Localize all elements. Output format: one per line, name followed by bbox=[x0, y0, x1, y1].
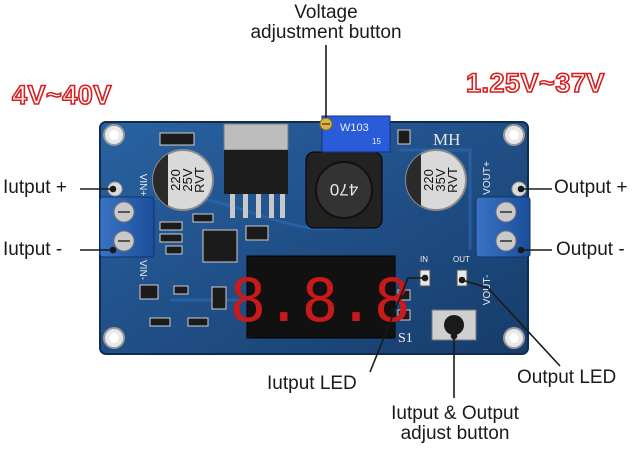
io-adjust-line1: Iutput & Output bbox=[391, 403, 519, 424]
input-terminal-block bbox=[99, 196, 155, 258]
capacitor-left bbox=[152, 149, 214, 211]
io-adjust-line2: adjust button bbox=[400, 422, 510, 444]
output-led-label: Output LED bbox=[517, 367, 617, 388]
output-terminal-block bbox=[475, 196, 531, 258]
capacitor-right bbox=[405, 149, 467, 211]
input-plus-label: Iutput + bbox=[3, 177, 67, 198]
potentiometer bbox=[319, 115, 391, 153]
io-adjust-label: Iutput & Output adjust button bbox=[360, 404, 550, 444]
mounting-hole-top-right bbox=[503, 124, 525, 146]
voltage-adjust-line2: adjustment button bbox=[250, 21, 402, 43]
led-in-text: IN bbox=[420, 255, 428, 264]
capacitor-right-label: 22035VRVT bbox=[421, 167, 460, 193]
adjust-push-button bbox=[431, 309, 477, 341]
output-range-label: 1.25V~37V bbox=[465, 67, 605, 99]
led-out-text: OUT bbox=[453, 255, 470, 264]
pin-vin-plus: VIN+ bbox=[137, 174, 148, 197]
led-display-digits: 8.8.8 bbox=[230, 266, 411, 336]
input-minus-label: Iutput - bbox=[3, 239, 63, 260]
brand-mark: MH bbox=[433, 130, 460, 149]
pin-vin-minus: VIN- bbox=[137, 260, 148, 280]
mounting-hole-bottom-left bbox=[103, 327, 125, 349]
smd-components bbox=[139, 129, 411, 327]
pin-vout-minus: VOUT- bbox=[482, 275, 493, 306]
voltage-adjust-line1: Voltage bbox=[294, 2, 358, 23]
inductor bbox=[305, 151, 383, 229]
regulator-ic bbox=[223, 123, 289, 218]
led-display bbox=[246, 255, 396, 339]
output-plus-label: Output + bbox=[554, 177, 628, 198]
mounting-hole-bottom-right bbox=[503, 327, 525, 349]
leader-lines bbox=[80, 45, 561, 398]
potentiometer-sublabel: 15 bbox=[372, 137, 381, 146]
potentiometer-label: W103 bbox=[340, 122, 369, 134]
pin-vout-plus: VOUT+ bbox=[482, 161, 493, 195]
output-minus-label: Output - bbox=[556, 239, 625, 260]
switch-label: S1 bbox=[398, 331, 413, 346]
input-led-label: Iutput LED bbox=[267, 373, 357, 394]
voltage-adjust-label: Voltage adjustment button bbox=[226, 3, 426, 43]
inductor-label: 470 bbox=[330, 180, 358, 199]
input-range-label: 4V~40V bbox=[11, 79, 112, 111]
capacitor-left-label: 22025VRVT bbox=[168, 167, 207, 193]
mounting-hole-top-left bbox=[103, 124, 125, 146]
